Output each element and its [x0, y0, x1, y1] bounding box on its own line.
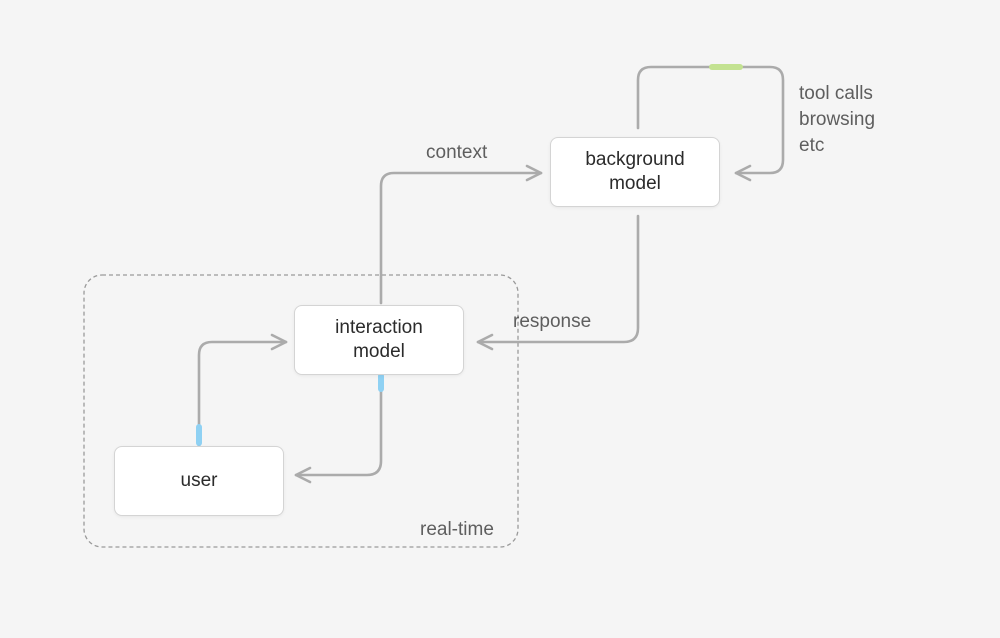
interaction-model-node: interaction model: [294, 305, 464, 375]
response-arrow: [476, 214, 640, 351]
tool-loop-arrow: [636, 65, 785, 182]
response-label: response: [513, 311, 592, 332]
real-time-group-border: [83, 274, 519, 548]
real-time-label: real-time: [420, 519, 494, 540]
context-label: context: [426, 142, 488, 163]
interaction-to-user-arrow: [294, 374, 383, 484]
user-node: user: [114, 446, 284, 516]
context-arrow: [379, 164, 543, 305]
tool-calls-label: tool calls browsing etc: [799, 83, 876, 156]
user-to-interaction-arrow: [197, 333, 288, 448]
background-model-node: background model: [550, 137, 720, 207]
